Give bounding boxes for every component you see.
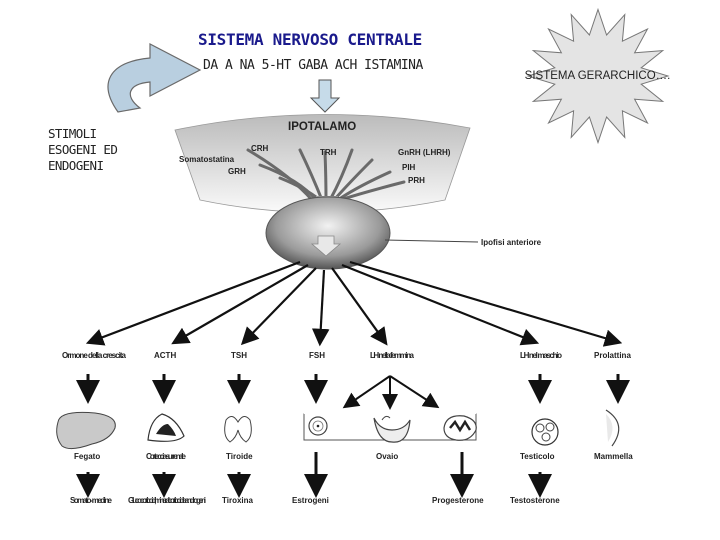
organ-testicolo: Testicolo (520, 452, 555, 461)
crh-label: CRH (251, 144, 269, 153)
hypothalamus-shape (174, 114, 471, 213)
hormone-acth: ACTH (154, 351, 176, 360)
page-title: SISTEMA NERVOSO CENTRALE (198, 30, 422, 49)
product-gluco: Glucocorticoidi, mineralcorticoidi e and… (128, 496, 206, 505)
product-somatomedine: Somato- medine (70, 496, 113, 505)
somatostatina-label: Somatostatina (179, 155, 235, 164)
breast-drawing (605, 409, 620, 447)
hormone-tsh: TSH (231, 351, 247, 360)
product-estrogeni: Estrogeni (292, 496, 329, 505)
grh-label: GRH (228, 167, 246, 176)
organ-ovaio: Ovaio (376, 452, 398, 461)
hormone-lh-f: LH nella femmina (370, 351, 415, 360)
hormone-gh: Ormone della crescita (62, 351, 127, 360)
star-label: SISTEMA GERARCHICO…. (524, 70, 671, 82)
pih-label: PIH (402, 163, 416, 172)
neurotransmitter-list: DA A NA 5-HT GABA ACH ISTAMINA (203, 58, 423, 73)
gnrh-label: GnRH (LHRH) (398, 148, 451, 157)
organ-tiroide: Tiroide (226, 452, 253, 461)
liver-drawing (56, 411, 116, 450)
hormone-lh-m: LH nel maschio (520, 351, 562, 360)
stimuli-label: STIMOLI ESOGENI ED ENDOGENI (48, 126, 118, 173)
hypothalamus-title: IPOTALAMO (288, 121, 356, 133)
prh-label: PRH (408, 176, 425, 185)
hormone-prl: Prolattina (594, 351, 631, 360)
product-tiroxina: Tiroxina (222, 496, 254, 505)
product-progesterone: Progesterone (432, 496, 484, 505)
trh-label: TRH (320, 148, 337, 157)
hormone-fsh: FSH (309, 351, 325, 360)
product-testosterone: Testosterone (510, 496, 560, 505)
organ-mammella: Mammella (594, 452, 633, 461)
pituitary-label: Ipofisi anteriore (481, 238, 542, 247)
pituitary-gland (265, 196, 391, 270)
organ-fegato: Fegato (74, 452, 100, 461)
organ-corteccia: Corteccia surrenale (146, 452, 187, 461)
ovulation-drawing (373, 417, 411, 443)
thyroid-drawing (224, 416, 252, 443)
testis-drawing (531, 418, 559, 446)
